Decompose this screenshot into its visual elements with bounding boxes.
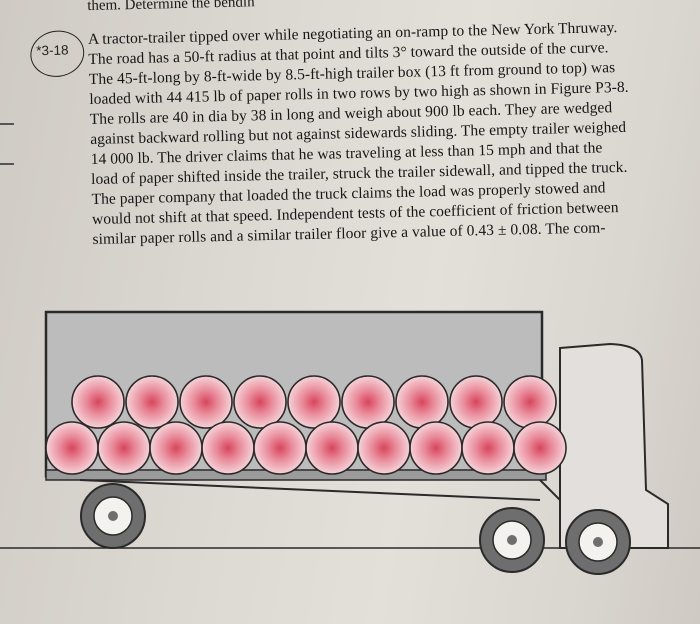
tractor-front-wheel — [565, 509, 631, 575]
trailer-floor — [45, 469, 547, 481]
tractor-rear-wheel — [479, 507, 545, 573]
margin-tick — [0, 123, 14, 125]
paper-roll — [409, 421, 463, 475]
tractor-trailer-figure — [0, 310, 700, 575]
paper-roll — [45, 421, 99, 475]
paper-roll — [149, 421, 203, 475]
paper-roll — [341, 375, 395, 429]
paper-roll — [395, 375, 449, 429]
paper-roll — [253, 421, 307, 475]
paper-roll — [125, 375, 179, 429]
paper-roll — [503, 375, 557, 429]
paper-roll — [461, 421, 515, 475]
trailer-wheel — [80, 483, 146, 549]
tractor-cab — [559, 342, 669, 549]
paper-roll — [71, 375, 125, 429]
paper-roll — [97, 421, 151, 475]
previous-problem-fragment: them. Determine the bendin — [87, 0, 255, 15]
paper-roll — [513, 421, 567, 475]
paper-roll — [287, 375, 341, 429]
paper-rolls — [45, 375, 567, 475]
problem-text-block: them. Determine the bendin *3-18 A tract… — [0, 0, 700, 262]
paper-roll — [305, 421, 359, 475]
trailer-chassis — [79, 479, 541, 501]
margin-tick — [0, 163, 14, 165]
paper-roll — [357, 421, 411, 475]
paper-roll — [201, 421, 255, 475]
paper-roll — [179, 375, 233, 429]
paper-roll — [233, 375, 287, 429]
problem-number: *3-18 — [36, 42, 69, 59]
paper-roll — [449, 375, 503, 429]
